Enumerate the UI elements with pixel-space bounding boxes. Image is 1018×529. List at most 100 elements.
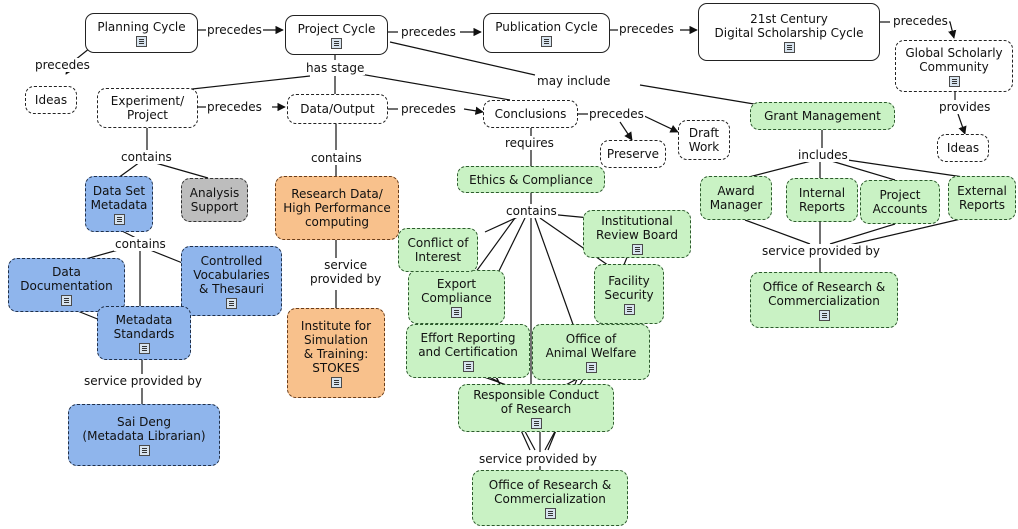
- link-label-precedes: precedes: [618, 22, 675, 36]
- node-label: Draft Work: [688, 126, 720, 154]
- node-label: Research Data/ High Performance computin…: [283, 187, 391, 229]
- node-label: Effort Reporting and Certification: [418, 330, 518, 359]
- node-label: Sai Deng (Metadata Librarian): [82, 414, 206, 443]
- node-office-research-right[interactable]: Office of Research & Commercialization: [750, 272, 898, 328]
- document-icon[interactable]: [530, 417, 542, 429]
- link-label-contains: contains: [310, 151, 363, 165]
- node-label: Publication Cycle: [495, 19, 598, 34]
- node-label: Conclusions: [494, 107, 567, 121]
- document-icon[interactable]: [462, 360, 474, 372]
- node-draft-work[interactable]: Draft Work: [678, 120, 730, 160]
- node-conflict-of-interest[interactable]: Conflict of Interest: [398, 228, 478, 272]
- node-sai-deng[interactable]: Sai Deng (Metadata Librarian): [68, 404, 220, 466]
- node-responsible-conduct[interactable]: Responsible Conduct of Research: [458, 384, 614, 432]
- node-label: Export Compliance: [421, 276, 492, 305]
- link-label-service-provided-by: service provided by: [761, 244, 882, 258]
- link-label-contains: contains: [120, 150, 173, 164]
- node-analysis-support[interactable]: Analysis Support: [181, 178, 248, 222]
- link-label-precedes: precedes: [400, 102, 457, 116]
- node-data-output[interactable]: Data/Output: [287, 94, 388, 124]
- node-data-set-metadata[interactable]: Data Set Metadata: [85, 176, 153, 232]
- link-label-precedes: precedes: [206, 100, 263, 114]
- link-label-precedes: precedes: [206, 23, 263, 37]
- document-icon[interactable]: [331, 37, 342, 49]
- node-ideas-left[interactable]: Ideas: [25, 86, 77, 114]
- node-ethics-compliance[interactable]: Ethics & Compliance: [457, 166, 605, 193]
- document-icon[interactable]: [138, 444, 150, 456]
- node-external-reports[interactable]: External Reports: [948, 176, 1016, 220]
- node-animal-welfare[interactable]: Office of Animal Welfare: [532, 324, 650, 380]
- node-label: Planning Cycle: [97, 19, 186, 34]
- link-label-contains: contains: [114, 237, 167, 251]
- document-icon[interactable]: [623, 303, 635, 315]
- node-institute-simulation-training[interactable]: Institute for Simulation & Training: STO…: [287, 308, 385, 398]
- node-label: Data/Output: [300, 102, 375, 116]
- document-icon[interactable]: [818, 309, 830, 321]
- node-label: External Reports: [957, 184, 1007, 212]
- node-label: Data Documentation: [20, 264, 113, 293]
- link-label-service-provided-by: service provided by: [478, 452, 599, 466]
- document-icon[interactable]: [61, 294, 72, 306]
- node-label: Institute for Simulation & Training: STO…: [300, 318, 372, 375]
- node-label: Internal Reports: [798, 186, 846, 214]
- node-office-research-bottom[interactable]: Office of Research & Commercialization: [472, 470, 628, 526]
- node-label: Ideas: [34, 93, 68, 107]
- link-label-precedes: precedes: [400, 25, 457, 39]
- link-label-requires: requires: [504, 136, 555, 150]
- document-icon[interactable]: [544, 507, 556, 519]
- node-label: Data Set Metadata: [90, 183, 148, 212]
- node-label: Conflict of Interest: [407, 236, 469, 264]
- node-label: Ideas: [946, 141, 980, 155]
- node-label: Facility Security: [604, 273, 654, 302]
- document-icon[interactable]: [138, 342, 150, 354]
- node-conclusions[interactable]: Conclusions: [483, 100, 578, 128]
- document-icon[interactable]: [783, 41, 795, 53]
- node-publication-cycle[interactable]: Publication Cycle: [483, 13, 610, 53]
- node-label: Project Accounts: [872, 188, 928, 216]
- node-data-documentation[interactable]: Data Documentation: [8, 258, 125, 312]
- document-icon[interactable]: [631, 243, 643, 255]
- document-icon[interactable]: [330, 376, 342, 388]
- node-label: Office of Animal Welfare: [545, 331, 637, 360]
- node-label: Analysis Support: [189, 186, 240, 214]
- document-icon[interactable]: [113, 213, 125, 225]
- node-label: Global Scholarly Community: [905, 45, 1003, 74]
- node-experiment-project[interactable]: Experiment/ Project: [97, 88, 198, 128]
- link-label-precedes: precedes: [892, 14, 949, 28]
- node-label: Ethics & Compliance: [469, 172, 593, 187]
- node-ideas-right[interactable]: Ideas: [937, 134, 989, 162]
- node-facility-security[interactable]: Facility Security: [594, 264, 664, 324]
- node-institutional-review-board[interactable]: Institutional Review Board: [583, 210, 691, 258]
- node-project-cycle[interactable]: Project Cycle: [285, 15, 388, 55]
- node-metadata-standards[interactable]: Metadata Standards: [97, 306, 191, 360]
- node-project-accounts[interactable]: Project Accounts: [860, 180, 940, 224]
- node-global-scholarly-community[interactable]: Global Scholarly Community: [895, 40, 1013, 92]
- link-label-service-provided-by: service provided by: [309, 258, 383, 286]
- link-label-service-provided-by: service provided by: [83, 374, 204, 388]
- node-research-data-hpc[interactable]: Research Data/ High Performance computin…: [275, 176, 399, 240]
- node-digital-scholarship-cycle[interactable]: 21st Century Digital Scholarship Cycle: [698, 3, 880, 61]
- node-grant-management[interactable]: Grant Management: [750, 102, 895, 130]
- node-controlled-vocabularies[interactable]: Controlled Vocabularies & Thesauri: [181, 246, 282, 316]
- link-label-contains: contains: [505, 204, 558, 218]
- node-label: Project Cycle: [297, 21, 376, 36]
- node-label: Grant Management: [764, 109, 881, 123]
- node-effort-reporting[interactable]: Effort Reporting and Certification: [406, 324, 530, 378]
- node-label: Metadata Standards: [113, 312, 175, 341]
- link-label-precedes: precedes: [588, 107, 645, 121]
- document-icon[interactable]: [948, 75, 960, 87]
- node-internal-reports[interactable]: Internal Reports: [786, 178, 858, 222]
- document-icon[interactable]: [585, 361, 597, 373]
- document-icon[interactable]: [136, 35, 147, 47]
- link-label-may-include: may include: [536, 74, 612, 88]
- node-export-compliance[interactable]: Export Compliance: [408, 270, 505, 324]
- node-award-manager[interactable]: Award Manager: [700, 176, 772, 220]
- node-preserve[interactable]: Preserve: [600, 140, 666, 168]
- document-icon[interactable]: [541, 35, 552, 47]
- node-planning-cycle[interactable]: Planning Cycle: [85, 13, 198, 53]
- node-label: 21st Century Digital Scholarship Cycle: [714, 11, 864, 40]
- document-icon[interactable]: [226, 297, 237, 309]
- document-icon[interactable]: [451, 306, 462, 318]
- node-label: Controlled Vocabularies & Thesauri: [193, 253, 270, 296]
